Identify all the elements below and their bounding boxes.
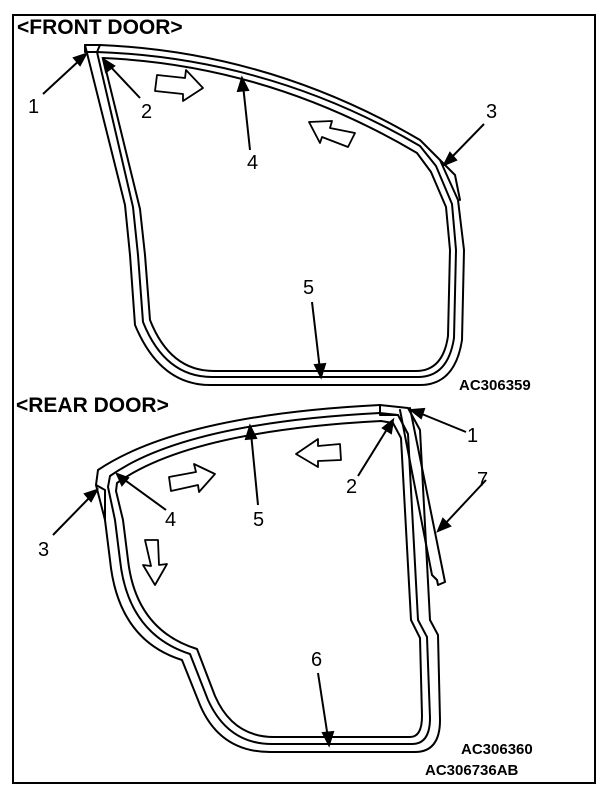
sheet-code: AC306736AB [425, 762, 519, 779]
rear-flow-arrow-down [142, 539, 168, 586]
front-callout-5: 5 [303, 277, 315, 299]
front-weatherstrip-outer [96, 51, 457, 378]
rear-figure-code: AC306360 [461, 741, 533, 758]
rear-callout-3: 3 [38, 539, 50, 561]
front-door-heading: <FRONT DOOR> [17, 16, 183, 39]
rear-weatherstrip-outer [107, 412, 431, 745]
front-weatherstrip-inner [102, 57, 451, 372]
rear-door-heading: <REAR DOOR> [16, 394, 169, 417]
rear-callout-1: 1 [467, 425, 479, 447]
rear-callout-5: 5 [253, 509, 265, 531]
rear-corner-trim [379, 404, 399, 416]
front-callout-3: 3 [486, 101, 498, 123]
rear-flow-arrow-right [168, 463, 216, 493]
front-corner-trim [84, 44, 101, 53]
front-callout-2: 2 [141, 101, 153, 123]
rear-weatherstrip-inner [115, 420, 423, 738]
front-figure-code: AC306359 [459, 377, 531, 394]
front-callout-4: 4 [247, 152, 259, 174]
illustration-frame [12, 14, 596, 784]
front-flow-arrow-left [308, 120, 356, 148]
front-flow-arrow-right [154, 69, 204, 102]
front-door-outline [84, 44, 465, 386]
rear-callout-6: 6 [311, 649, 323, 671]
rear-callout-7: 7 [477, 469, 489, 491]
front-callout-1: 1 [28, 96, 40, 118]
rear-callout-2: 2 [346, 476, 358, 498]
rear-glass-run-channel [399, 407, 446, 586]
rear-door-outline [95, 404, 441, 753]
rear-flow-arrow-left [295, 438, 342, 468]
rear-step-trim [95, 484, 106, 521]
rear-callout-4: 4 [165, 509, 177, 531]
